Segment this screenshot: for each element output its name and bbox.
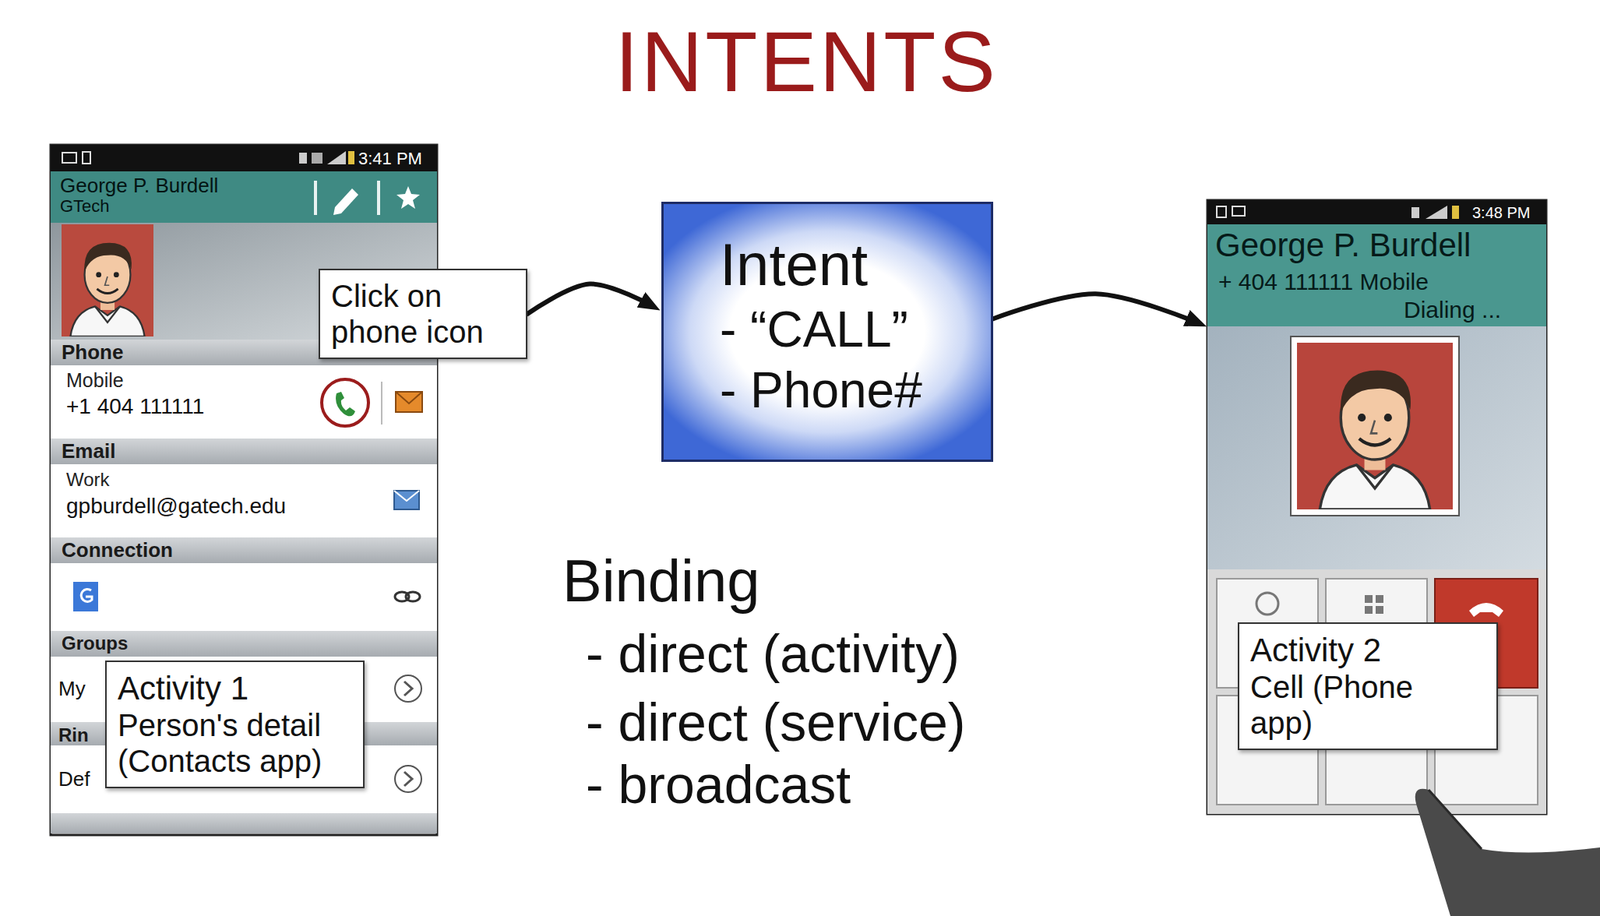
contacts-phone-screen [50, 171, 438, 223]
contacts-phone-screen [311, 152, 323, 164]
dialer-phone-screen [1375, 595, 1384, 603]
activity-text: Person's detail (Contacts app) [117, 707, 353, 779]
dialer-phone-screen [1207, 200, 1547, 815]
email-address: gpburdell@gatech.edu [66, 493, 286, 519]
contacts-phone-screen [62, 152, 77, 163]
contacts-phone-screen [404, 681, 413, 696]
field-label: Mobile [66, 369, 124, 392]
intent-heading: Intent [719, 230, 976, 299]
list-item: - direct (activity) [585, 623, 960, 684]
contacts-phone-screen [380, 381, 383, 425]
dialer-phone-screen [1375, 606, 1384, 614]
dialer-phone-screen [1364, 595, 1373, 603]
contacts-phone-screen [299, 152, 307, 164]
contacts-phone-screen [50, 630, 438, 657]
contacts-phone-screen [327, 151, 346, 165]
flow-arrow [527, 284, 652, 314]
contacts-phone-screen [395, 391, 423, 413]
dialer-phone-screen [1469, 602, 1504, 617]
contacts-phone-screen [50, 537, 438, 564]
row-text: Def [58, 768, 90, 792]
activity-title: Activity 1 [117, 669, 353, 708]
dialer-phone-screen [1207, 200, 1547, 225]
contacts-phone-screen [394, 490, 420, 501]
dialer-phone-screen [1232, 206, 1245, 216]
dialer-phone-screen [1296, 342, 1453, 510]
callout-text: Click on phone icon [331, 278, 515, 350]
contacts-phone-screen [394, 490, 420, 510]
contacts-phone-screen [82, 151, 91, 164]
flow-arrow [993, 293, 1199, 323]
phone-number: +1 404 111111 [66, 394, 205, 420]
dialer-phone-screen [1411, 207, 1420, 219]
call-status: Dialing ... [1403, 296, 1502, 325]
activity-text: Cell (Phone app) [1250, 669, 1445, 741]
pointing-hand [1415, 789, 1600, 916]
dialer-phone-screen [1256, 592, 1279, 615]
contacts-phone-screen [313, 180, 318, 215]
intent-field: - “CALL” [719, 301, 976, 360]
section-header: Groups [61, 632, 128, 655]
section-header: Phone [61, 341, 124, 365]
dialer-phone-screen [1207, 224, 1547, 327]
contacts-phone-screen [405, 592, 420, 602]
contacts-phone-screen [396, 186, 420, 209]
activity-title: Activity 2 [1250, 631, 1486, 670]
contacts-phone-screen [50, 144, 438, 836]
contacts-phone-screen [50, 144, 438, 172]
activity-callout: Activity 2Cell (Phone app) [1237, 622, 1498, 751]
callout-box: Click on phone icon [318, 268, 528, 360]
contacts-phone-screen [50, 438, 438, 465]
contacts-phone-screen [394, 675, 422, 702]
dialer-phone-screen [1207, 326, 1547, 570]
contacts-phone-screen [335, 391, 356, 416]
contacts-phone-screen: 3:41 PM George P. BurdellGTechPhoneMobile… [50, 144, 438, 836]
contacts-phone-screen [321, 379, 369, 427]
contacts-phone-screen [50, 813, 438, 834]
pointing-hand [1428, 789, 1482, 850]
contact-name: George P. Burdell [59, 174, 219, 198]
phone-number: + 404 111111 Mobile [1218, 268, 1429, 297]
list-heading: Binding [562, 546, 761, 615]
section-header: Connection [61, 539, 173, 563]
dialer-phone-screen [1425, 205, 1448, 219]
list-item: - broadcast [585, 754, 851, 815]
contacts-phone-screen [395, 391, 423, 404]
contacts-phone-screen [73, 581, 99, 612]
row-text: My [58, 677, 86, 702]
contacts-phone-screen [50, 563, 438, 631]
contacts-phone-screen [333, 188, 359, 215]
contact-org: GTech [59, 196, 110, 216]
section-header: Rin [58, 724, 89, 747]
dialer-phone-screen [1451, 205, 1460, 219]
dialer-phone-screen [1319, 370, 1430, 510]
dialer-phone-screen [1290, 336, 1460, 516]
status-time: 3:41 PM [358, 148, 423, 169]
intent-box: Intent- “CALL”- Phone# [661, 201, 994, 462]
contacts-phone-screen [50, 464, 438, 538]
contacts-phone-screen [70, 243, 145, 337]
dialer-phone-screen [1364, 606, 1373, 614]
pointing-hand [1415, 789, 1600, 916]
list-item: - direct (service) [585, 691, 966, 753]
status-time: 3:48 PM [1472, 204, 1530, 223]
contacts-phone-screen [404, 771, 413, 786]
contacts-phone-screen [377, 180, 381, 215]
intent-field: - Phone# [719, 362, 976, 420]
contacts-phone-screen [394, 765, 422, 793]
diagram-title: INTENTS [416, 12, 1196, 112]
contacts-phone-screen [348, 151, 355, 165]
contacts-phone-screen [50, 365, 438, 439]
field-label: Work [66, 468, 110, 491]
dialer-phone-screen: 3:48 PMGeorge P. Burdell + 404 111111 Mob… [1207, 200, 1547, 815]
dialer-phone-screen [1207, 569, 1547, 815]
activity-callout: Activity 1Person's detail (Contacts app) [105, 660, 365, 789]
dialer-phone-screen [1207, 200, 1547, 815]
contact-name: George P. Burdell [1215, 226, 1471, 265]
contacts-phone-screen [81, 588, 92, 602]
dialer-phone-screen [1216, 206, 1227, 218]
section-header: Email [61, 440, 116, 464]
contacts-phone-screen [61, 224, 154, 337]
contacts-phone-screen [50, 144, 438, 836]
